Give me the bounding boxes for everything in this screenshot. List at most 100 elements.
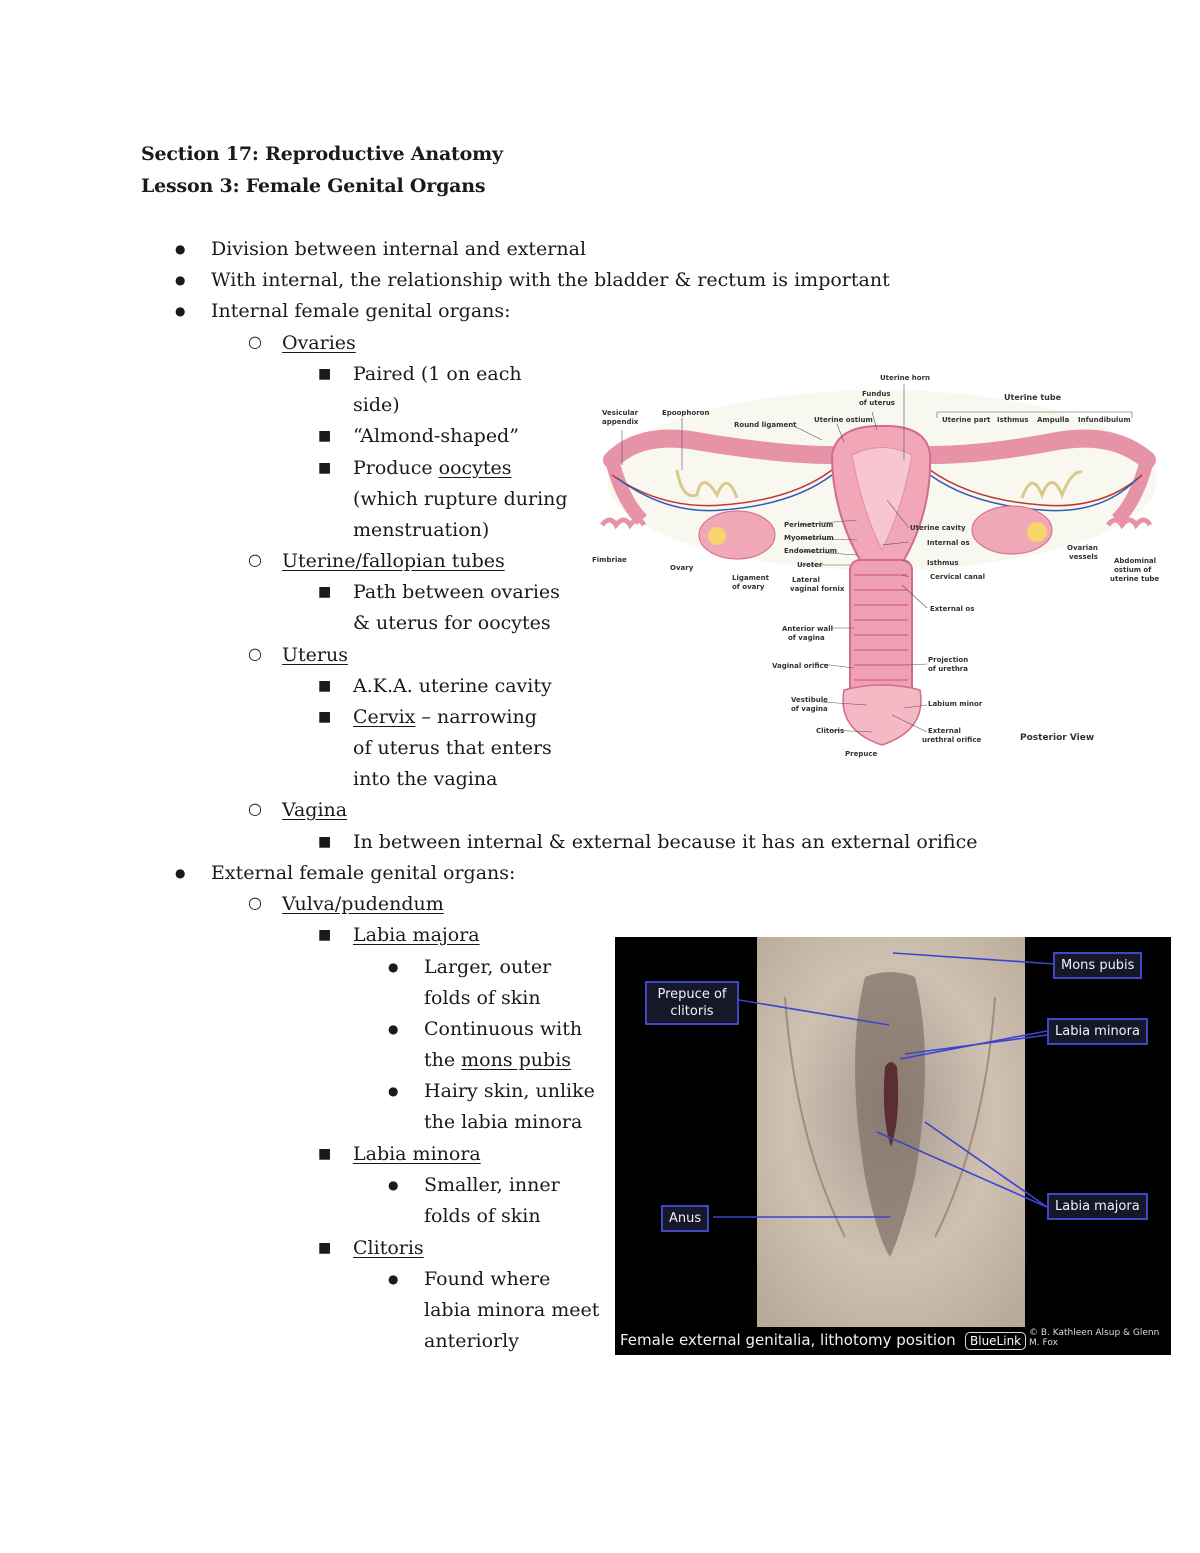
bullet-internal: Internal female genital organs: bbox=[175, 299, 511, 323]
label-uterine-part: Uterine part bbox=[942, 416, 991, 424]
item-continuous: Continuous with bbox=[388, 1017, 582, 1041]
label-labium-minor: Labium minor bbox=[928, 700, 983, 708]
label-anus: Anus bbox=[661, 1205, 710, 1232]
label-infundibulum: Infundibulum bbox=[1078, 416, 1131, 424]
item-cervix: Cervix – narrowing bbox=[318, 705, 537, 729]
label-posterior-view: Posterior View bbox=[1020, 733, 1094, 743]
cervix-term: Cervix bbox=[353, 706, 416, 728]
item-found-cont2: anteriorly bbox=[424, 1330, 519, 1352]
item-larger-cont: folds of skin bbox=[424, 987, 541, 1009]
label-projection: Projection bbox=[928, 656, 968, 664]
label-endometrium: Endometrium bbox=[784, 547, 837, 555]
label-anterior-wall: Anterior wall bbox=[782, 625, 833, 633]
item-smaller: Smaller, inner bbox=[388, 1173, 560, 1197]
label-isthmus: Isthmus bbox=[997, 416, 1029, 424]
label-ovarian-vessels: Ovarian bbox=[1067, 544, 1098, 552]
item-smaller-cont: folds of skin bbox=[424, 1205, 541, 1227]
item-path-cont: & uterus for oocytes bbox=[353, 612, 551, 634]
photo-caption: Female external genitalia, lithotomy pos… bbox=[620, 1331, 956, 1349]
item-paired: Paired (1 on each bbox=[318, 362, 521, 386]
photo-credit: © B. Kathleen Alsup & Glenn M. Fox bbox=[1029, 1328, 1160, 1348]
item-rupture: (which rupture during bbox=[353, 488, 568, 510]
label-fundus: Fundus bbox=[862, 390, 891, 398]
label-abdominal-ostium-c: uterine tube bbox=[1110, 575, 1159, 583]
label-uterine-cavity: Uterine cavity bbox=[910, 524, 966, 532]
heading-labia-majora: Labia majora bbox=[318, 923, 480, 947]
bullet-division: Division between internal and external bbox=[175, 237, 586, 261]
label-vestibule: Vestibule bbox=[791, 696, 828, 704]
label-ligament-ovary-b: of ovary bbox=[732, 583, 765, 591]
label-epoophoron: Epoophoron bbox=[662, 409, 709, 417]
item-path: Path between ovaries bbox=[318, 580, 560, 604]
label-ligament-ovary: Ligament bbox=[732, 574, 770, 582]
label-vestibule-b: of vagina bbox=[791, 705, 828, 713]
label-ovary: Ovary bbox=[670, 564, 694, 572]
the-text: the bbox=[424, 1049, 462, 1071]
heading-uterus: Uterus bbox=[248, 642, 348, 667]
section-title: Section 17: Reproductive Anatomy bbox=[141, 143, 503, 165]
label-ureter: Ureter bbox=[797, 561, 823, 569]
label-labia-majora: Labia majora bbox=[1047, 1193, 1148, 1220]
item-cervix-cont2: into the vagina bbox=[353, 768, 498, 790]
label-anterior-wall-b: of vagina bbox=[788, 634, 825, 642]
label-external-urethral: External bbox=[928, 727, 961, 735]
label-external-urethral-b: urethral orifice bbox=[922, 736, 982, 744]
label-internal-os: Internal os bbox=[927, 539, 970, 547]
lesson-title: Lesson 3: Female Genital Organs bbox=[141, 175, 486, 197]
label-perimetrium: Perimetrium bbox=[784, 521, 833, 529]
item-hairy-cont: the labia minora bbox=[424, 1111, 583, 1133]
item-produce: Produce oocytes bbox=[318, 456, 512, 480]
item-found-cont1: labia minora meet bbox=[424, 1299, 600, 1321]
bullet-external: External female genital organs: bbox=[175, 861, 515, 885]
internal-organs-diagram: Uterine horn Fundus of uterus Uterine tu… bbox=[582, 360, 1170, 770]
label-isthmus-2: Isthmus bbox=[927, 559, 959, 567]
item-vagina-note: In between internal & external because i… bbox=[318, 830, 978, 854]
label-ovarian-vessels-b: vessels bbox=[1069, 553, 1098, 561]
label-ampulla: Ampulla bbox=[1037, 416, 1070, 424]
photo-illustration bbox=[713, 937, 1056, 1327]
label-abdominal-ostium: Abdominal bbox=[1114, 557, 1156, 565]
item-found: Found where bbox=[388, 1267, 550, 1291]
label-vaginal-orifice: Vaginal orifice bbox=[772, 662, 829, 670]
label-prepuce: Prepuce bbox=[845, 750, 877, 758]
label-vesicular-b: appendix bbox=[602, 418, 639, 426]
item-almond: “Almond-shaped” bbox=[318, 424, 519, 448]
label-vesicular: Vesicular bbox=[602, 409, 639, 417]
heading-ovaries: Ovaries bbox=[248, 330, 356, 355]
oocytes-link: oocytes bbox=[438, 457, 512, 479]
heading-clitoris: Clitoris bbox=[318, 1236, 424, 1260]
label-fundus-b: of uterus bbox=[859, 399, 895, 407]
label-projection-b: of urethra bbox=[928, 665, 968, 673]
label-mons-pubis: Mons pubis bbox=[1053, 952, 1143, 979]
label-lateral: Lateral bbox=[792, 576, 820, 584]
label-cervical-canal: Cervical canal bbox=[930, 573, 985, 581]
heading-tubes: Uterine/fallopian tubes bbox=[248, 548, 505, 573]
item-paired-cont: side) bbox=[353, 394, 400, 416]
item-cervix-cont1: of uterus that enters bbox=[353, 737, 552, 759]
mons-term: mons pubis bbox=[461, 1049, 572, 1071]
cervix-def: – narrowing bbox=[415, 706, 537, 728]
label-uterine-horn: Uterine horn bbox=[880, 374, 930, 382]
label-labia-minora: Labia minora bbox=[1047, 1018, 1148, 1045]
label-abdominal-ostium-b: ostium of bbox=[1114, 566, 1152, 574]
item-aka: A.K.A. uterine cavity bbox=[318, 674, 552, 698]
item-larger: Larger, outer bbox=[388, 955, 551, 979]
heading-vagina: Vagina bbox=[248, 797, 347, 822]
label-lateral-b: vaginal fornix bbox=[790, 585, 845, 593]
label-myometrium: Myometrium bbox=[784, 534, 834, 542]
bullet-relationship: With internal, the relationship with the… bbox=[175, 268, 890, 292]
prepuce-line1: Prepuce of bbox=[657, 987, 727, 1002]
produce-text: Produce bbox=[353, 457, 439, 479]
label-fimbriae: Fimbriae bbox=[592, 556, 627, 564]
label-round-ligament: Round ligament bbox=[734, 421, 797, 429]
item-rupture-cont: menstruation) bbox=[353, 519, 490, 541]
heading-vulva: Vulva/pudendum bbox=[248, 891, 444, 916]
label-clitoris: Clitoris bbox=[816, 727, 844, 735]
label-uterine-tube: Uterine tube bbox=[1004, 393, 1062, 402]
heading-labia-minora: Labia minora bbox=[318, 1142, 481, 1166]
label-external-os: External os bbox=[930, 605, 974, 613]
item-hairy: Hairy skin, unlike bbox=[388, 1079, 595, 1103]
label-uterine-ostium: Uterine ostium bbox=[814, 416, 873, 424]
